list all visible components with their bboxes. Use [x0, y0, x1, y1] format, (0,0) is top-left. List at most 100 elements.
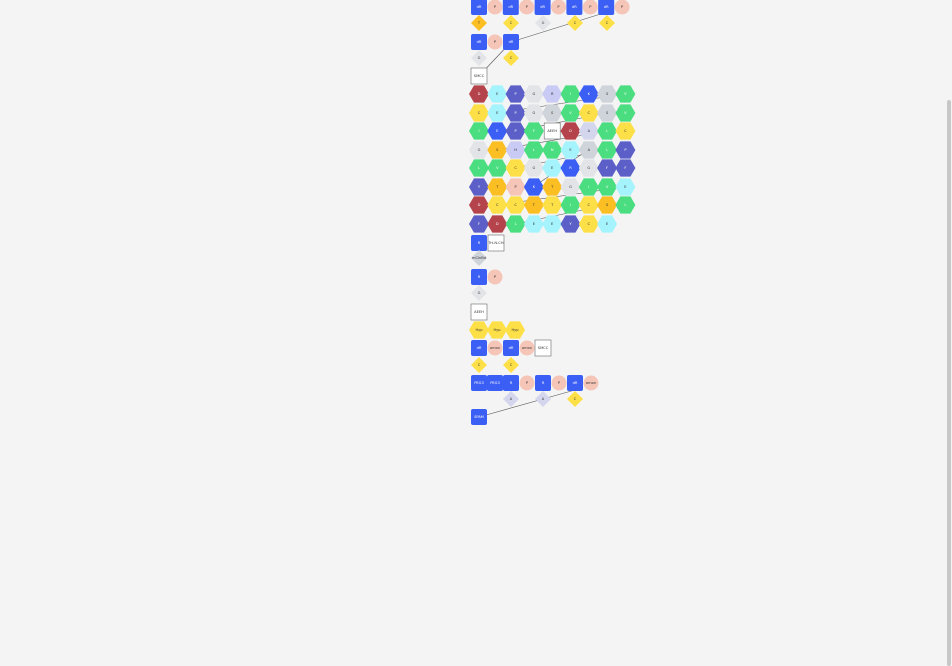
residue-hex-shape	[560, 85, 581, 103]
linker-node: amon	[490, 346, 500, 350]
residue-hex-shape	[487, 159, 508, 177]
sugar-node: P	[494, 5, 497, 9]
aeeh-box-shape	[470, 303, 488, 321]
residue-hex: D	[478, 92, 481, 96]
residue-hex: C	[514, 203, 517, 207]
base-node: C	[510, 363, 513, 367]
residue-node: R	[478, 275, 481, 279]
residue-hex: T	[550, 203, 554, 207]
residue-hex: I	[478, 129, 479, 133]
linker-node-shape	[535, 375, 551, 391]
linker-node: P	[526, 381, 529, 385]
residue-hex-shape	[487, 196, 508, 214]
residue-hex-shape	[523, 85, 544, 103]
sugar-node-shape	[502, 0, 519, 15]
linker-node-shape	[487, 375, 503, 391]
residue-hex-shape	[597, 85, 618, 103]
residue-hex-shape	[578, 122, 599, 140]
residue-hex-shape	[578, 141, 599, 159]
sugar-node-shape	[519, 0, 535, 15]
residue-hex: C	[588, 111, 591, 115]
residue-hex: L	[478, 166, 480, 170]
cleave-node-shape	[471, 250, 487, 266]
residue-hex-shape	[578, 104, 599, 122]
residue-hex: F	[624, 166, 626, 170]
residue-hex: C	[514, 166, 517, 170]
residue-hex-shape	[560, 104, 581, 122]
smcc-box: SMCC	[474, 74, 485, 78]
residue-hex: T	[532, 203, 536, 207]
residue-hex-shape	[505, 122, 526, 140]
linker-node: dR	[509, 346, 514, 350]
residue-hex: G	[533, 111, 536, 115]
cleave-node: mClnBd	[472, 256, 486, 260]
residue-hex: E	[551, 222, 554, 226]
base-node-shape	[535, 15, 551, 31]
base-node: C	[606, 21, 609, 25]
base-node: A	[510, 397, 513, 401]
residue-hex-shape	[505, 196, 526, 214]
linker-node-shape	[534, 339, 552, 357]
residue-hex-shape	[615, 178, 636, 196]
linker-node-shape	[503, 375, 519, 391]
sugar-node: dR	[604, 5, 609, 9]
residue-hex: V	[569, 111, 572, 115]
residue-node-shape	[471, 235, 487, 251]
residue-hex-shape	[542, 215, 563, 233]
hyp-hex: Hyp	[475, 328, 483, 332]
base-node-shape	[471, 357, 487, 373]
residue-hex-shape	[560, 122, 581, 140]
sugar-node: dR	[572, 5, 577, 9]
residue-hex: E	[624, 185, 627, 189]
residue-hex: A	[588, 148, 591, 152]
residue-hex-shape	[523, 104, 544, 122]
residue-hex-shape	[597, 104, 618, 122]
smcc-box-shape	[470, 67, 488, 85]
sugar-node-shape	[534, 0, 551, 15]
residue-hex-shape	[505, 141, 526, 159]
connector-lines	[478, 11, 626, 418]
sugar-node-shape	[503, 34, 519, 50]
residue-hex: T	[495, 185, 499, 189]
residue-hex-shape	[469, 196, 489, 214]
base-node: C	[510, 56, 513, 60]
residue-hex-shape	[615, 85, 636, 103]
residue-hex-shape	[505, 215, 526, 233]
residue-hex: H	[514, 148, 517, 152]
aeeh-box: AEEH	[474, 310, 484, 314]
sugar-node-shape	[614, 0, 630, 15]
scrollbar-thumb[interactable]	[947, 100, 951, 666]
base-node: C	[510, 21, 513, 25]
linker-node: PEG3	[490, 381, 500, 385]
residue-hex: G	[533, 92, 536, 96]
residue-hex-shape	[505, 159, 526, 177]
hyp-hex-shape	[487, 321, 507, 339]
spam-node: SPAM	[474, 415, 484, 419]
residue-hex: E	[551, 166, 554, 170]
residue-hex-shape	[597, 196, 618, 214]
residue-hex-shape	[469, 215, 489, 233]
residue-hex: I	[570, 203, 571, 207]
residue-hex-shape	[523, 178, 544, 196]
residue-hex-shape	[615, 104, 636, 122]
residue-hex: Y	[478, 185, 481, 189]
sugar-node: P	[589, 5, 592, 9]
scrollbar-track[interactable]	[946, 0, 952, 666]
base-node: C	[574, 21, 577, 25]
sugar-node: dR	[477, 5, 482, 9]
linker-node: R	[510, 381, 513, 385]
base-node-shape	[503, 391, 519, 407]
residue-hex: E	[496, 129, 499, 133]
residue-hex-shape	[505, 85, 526, 103]
sugar-node-shape	[566, 0, 583, 15]
residue-hex: C	[478, 111, 481, 115]
base-node-shape	[535, 391, 551, 407]
linker-node: amon	[522, 346, 532, 350]
residue-hex: I	[570, 92, 571, 96]
base-node: C	[574, 397, 577, 401]
residue-node-shape	[471, 269, 487, 285]
residue-hex-shape	[523, 141, 544, 159]
residue-hex-shape	[615, 141, 636, 159]
